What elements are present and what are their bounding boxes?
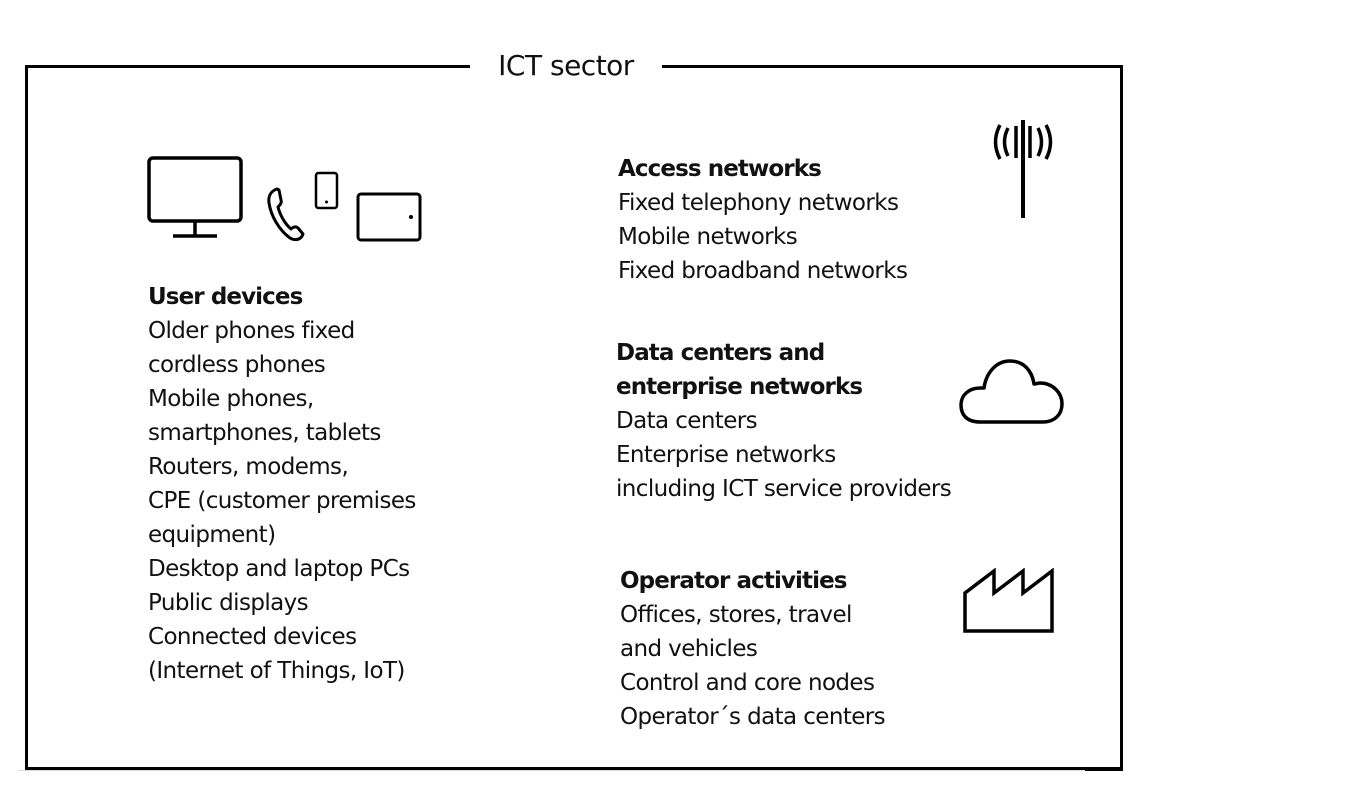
desktop-monitor-icon [146,155,244,241]
diagram-title: ICT sector [470,47,662,85]
phone-handset-icon [265,186,307,242]
list-item: Enterprise networks [616,442,836,468]
list-item: Public displays [148,590,309,616]
user-devices-heading: User devices [148,284,303,310]
data-centers-heading-line-2: enterprise networks [616,374,863,400]
list-item: Offices, stores, travel [620,602,852,628]
smartphone-icon [314,171,340,211]
cloud-icon [958,358,1066,426]
list-item: Fixed telephony networks [618,190,899,216]
access-networks-section: Access networks Fixed telephony networks… [618,152,908,288]
list-item: equipment) [148,522,276,548]
operator-activities-section: Operator activities Offices, stores, tra… [620,564,886,734]
antenna-tower-icon [990,118,1058,220]
list-item: including ICT service providers [616,476,952,502]
list-item: Connected devices [148,624,357,650]
list-item: cordless phones [148,352,326,378]
list-item: (Internet of Things, IoT) [148,658,405,684]
list-item: Mobile phones, [148,386,314,412]
list-item: Fixed broadband networks [618,258,908,284]
data-centers-heading: Data centers and [616,340,825,366]
operator-activities-heading: Operator activities [620,568,848,594]
user-devices-section: User devices Older phones fixed cordless… [148,280,416,688]
list-item: Mobile networks [618,224,798,250]
list-item: and vehicles [620,636,758,662]
tablet-icon [356,192,422,242]
list-item: Data centers [616,408,758,434]
list-item: Routers, modems, [148,454,349,480]
access-networks-heading: Access networks [618,156,822,182]
list-item: Older phones fixed [148,318,355,344]
list-item: Control and core nodes [620,670,875,696]
list-item: smartphones, tablets [148,420,381,446]
list-item: Desktop and laptop PCs [148,556,410,582]
list-item: Operator´s data centers [620,704,886,730]
list-item: CPE (customer premises [148,488,416,514]
data-centers-section: Data centers and enterprise networks Dat… [616,336,952,506]
factory-icon [962,568,1056,634]
bottom-divider [18,770,1085,771]
